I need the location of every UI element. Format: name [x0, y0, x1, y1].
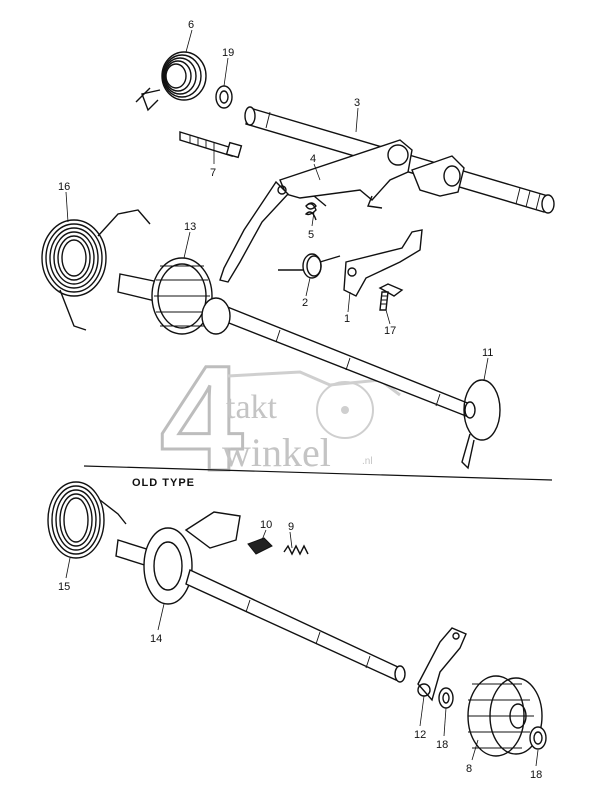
part-8-kick-gear [467, 675, 543, 757]
callout-8: 8 [466, 763, 472, 775]
callout-17: 17 [384, 325, 396, 337]
part-5-small-spring [304, 195, 327, 221]
part-12-ratchet-guide [417, 627, 467, 702]
old-type-label: OLD TYPE [132, 477, 195, 489]
part-6-return-spring [135, 51, 207, 112]
callout-18-lower: 18 [530, 769, 542, 781]
callout-5: 5 [308, 229, 314, 241]
callout-15: 15 [58, 581, 70, 593]
part-15-kick-spring [47, 481, 127, 559]
callout-7: 7 [210, 167, 216, 179]
callout-14: 14 [150, 633, 162, 645]
part-16-return-spring [41, 209, 151, 331]
part-14-kick-spindle [115, 511, 406, 683]
part-18-washer-lower [529, 726, 547, 750]
watermark-word-bottom: winkel [222, 430, 331, 475]
part-9-spring [283, 544, 309, 556]
part-13-kick-gear-and-spindle [117, 257, 476, 419]
callout-16: 16 [58, 181, 70, 193]
callout-2: 2 [302, 297, 308, 309]
old-type-separator: OLD TYPE [83, 465, 553, 489]
callout-10: 10 [260, 519, 272, 531]
watermark-hub-icon [341, 406, 349, 414]
watermark-word-top: takt [226, 389, 278, 426]
part-11-circlip [461, 379, 501, 470]
part-7-bolt [179, 131, 243, 159]
part-17-bolt [378, 283, 404, 311]
watermark-digit: 4 [160, 334, 243, 502]
part-19-washer [215, 85, 233, 109]
part-10-ratchet-pawl [247, 537, 273, 555]
callout-18-upper: 18 [436, 739, 448, 751]
callout-labels: 6 19 3 7 4 16 13 5 2 1 17 11 10 9 15 14 … [58, 19, 542, 781]
callout-11: 11 [482, 347, 493, 359]
callout-9: 9 [288, 521, 294, 533]
part-2-torsion-spring [278, 253, 341, 279]
watermark-suffix: .nl [362, 456, 373, 467]
callout-12: 12 [414, 729, 426, 741]
callout-6: 6 [188, 19, 194, 31]
leader-lines [65, 29, 539, 767]
callout-3: 3 [354, 97, 360, 109]
callout-19: 19 [222, 47, 234, 59]
callout-13: 13 [184, 221, 196, 233]
part-18-washer-upper [438, 687, 454, 709]
callout-4: 4 [310, 153, 316, 165]
callout-1: 1 [344, 313, 350, 325]
watermark-logo: 4 takt winkel .nl [159, 333, 401, 504]
part-4-shift-arm [219, 139, 465, 283]
